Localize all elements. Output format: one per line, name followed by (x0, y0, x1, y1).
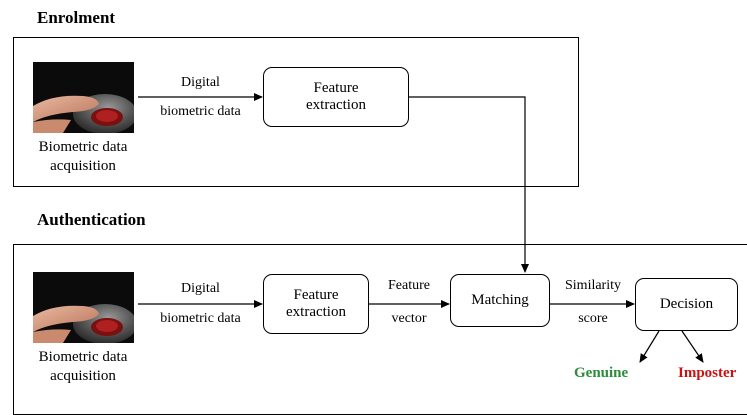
arrow-decision-to-genuine (639, 330, 660, 363)
fingerprint-scanner-icon (33, 62, 134, 133)
fingerprint-scanner-icon (33, 272, 134, 343)
fingerprint-scanner-photo-enrolment (33, 62, 134, 133)
arrow-label-biometric-authentication: biometric data (160, 311, 241, 326)
arrow-label-vector: vector (391, 311, 427, 326)
arrow-label-similarity: Similarity (565, 278, 621, 293)
outcome-imposter: Imposter (678, 365, 737, 381)
feature-extraction-box-enrolment: Feature extraction (263, 67, 409, 127)
arrow-label-feature: Feature (388, 278, 430, 293)
enrolment-panel (13, 37, 579, 187)
arrow-decision-to-imposter (681, 330, 704, 363)
decision-box: Decision (635, 278, 738, 331)
feature-extraction-box-authentication: Feature extraction (263, 274, 369, 334)
arrow-label-biometric-enrolment: biometric data (160, 104, 241, 119)
enrolment-heading: Enrolment (37, 8, 116, 27)
acquisition-caption-enrolment: Biometric data acquisition (38, 139, 128, 174)
matching-box: Matching (450, 274, 550, 327)
arrow-label-score: score (578, 311, 608, 326)
fingerprint-scanner-photo-authentication (33, 272, 134, 343)
arrow-template-to-matching (409, 96, 529, 273)
acquisition-caption-authentication: Biometric data acquisition (38, 349, 128, 384)
arrow-label-digital-enrolment: Digital (181, 75, 220, 90)
authentication-heading: Authentication (37, 210, 146, 229)
outcome-genuine: Genuine (574, 365, 629, 381)
arrow-label-digital-authentication: Digital (181, 281, 220, 296)
